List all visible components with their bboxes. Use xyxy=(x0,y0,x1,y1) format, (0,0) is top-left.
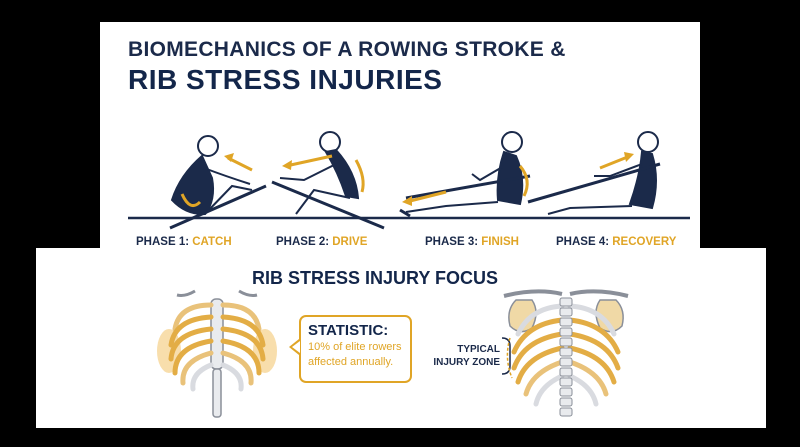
statistic-pointer-inner xyxy=(292,341,300,353)
statistic-line-2: affected annually. xyxy=(308,356,394,368)
phase-4-label: PHASE 4: RECOVERY xyxy=(556,236,676,248)
injury-zone-bracket xyxy=(501,337,511,375)
phase-2-prefix: PHASE 2: xyxy=(276,236,330,248)
rowing-phases-illustration xyxy=(128,131,690,230)
catch-arrow-icon xyxy=(227,156,253,172)
title-line-2: RIB STRESS INJURIES xyxy=(128,64,443,95)
phase-1-name: CATCH xyxy=(192,236,232,248)
phase-1-prefix: PHASE 1: xyxy=(136,236,190,248)
phase-2-label: PHASE 2: DRIVE xyxy=(276,236,367,248)
statistic-title: STATISTIC: xyxy=(308,322,389,339)
phase-1-label: PHASE 1: CATCH xyxy=(136,236,232,248)
finish-arrow-icon xyxy=(405,190,447,204)
statistic-box: STATISTIC: 10% of elite rowers affected … xyxy=(299,315,412,383)
phase-3-name: FINISH xyxy=(481,236,519,248)
injury-zone-label: TYPICAL INJURY ZONE xyxy=(425,343,500,369)
rower-catch-figure xyxy=(169,135,267,230)
drive-arrow-icon xyxy=(285,154,333,168)
injury-zone-line-1: TYPICAL xyxy=(457,344,500,355)
phase-2-name: DRIVE xyxy=(332,236,368,248)
statistic-line-1: 10% of elite rowers xyxy=(308,341,402,353)
title-line-1: BIOMECHANICS OF A ROWING STROKE & xyxy=(128,38,566,61)
rower-finish-figure xyxy=(399,131,531,218)
rower-recovery-figure xyxy=(527,131,661,215)
recovery-arrow-icon xyxy=(599,154,631,170)
phase-3-label: PHASE 3: FINISH xyxy=(425,236,519,248)
back-ribcage-illustration xyxy=(503,289,629,417)
rower-drive-figure xyxy=(271,131,385,230)
injury-zone-line-2: INJURY ZONE xyxy=(433,357,500,368)
phase-3-prefix: PHASE 3: xyxy=(425,236,479,248)
front-ribcage-illustration xyxy=(157,289,277,418)
phase-4-prefix: PHASE 4: xyxy=(556,236,610,248)
phase-4-name: RECOVERY xyxy=(612,236,677,248)
focus-title: RIB STRESS INJURY FOCUS xyxy=(252,268,499,288)
